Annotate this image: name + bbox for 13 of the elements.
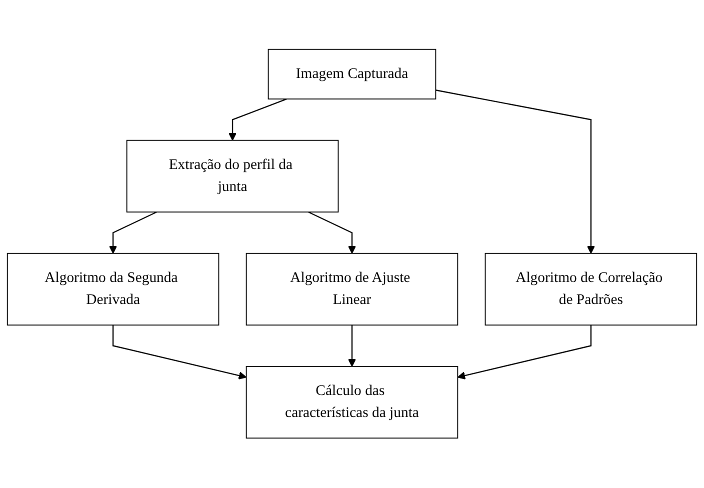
arrow [348, 325, 356, 368]
node-box: Algoritmo de Ajuste Linear [246, 253, 458, 326]
node-box: Algoritmo de Correlação de Padrões [484, 253, 698, 326]
node-box: Imagem Capturada [268, 49, 436, 100]
node-box: Cálculo das características da junta [246, 366, 458, 439]
node-box: Extração do perfil da junta [126, 140, 339, 213]
arrow [112, 325, 247, 380]
arrow [457, 325, 592, 380]
arrow [109, 212, 158, 254]
arrow [308, 212, 356, 254]
arrow [436, 90, 595, 254]
arrow [228, 98, 288, 141]
node-box: Algoritmo da Segunda Derivada [6, 253, 220, 326]
